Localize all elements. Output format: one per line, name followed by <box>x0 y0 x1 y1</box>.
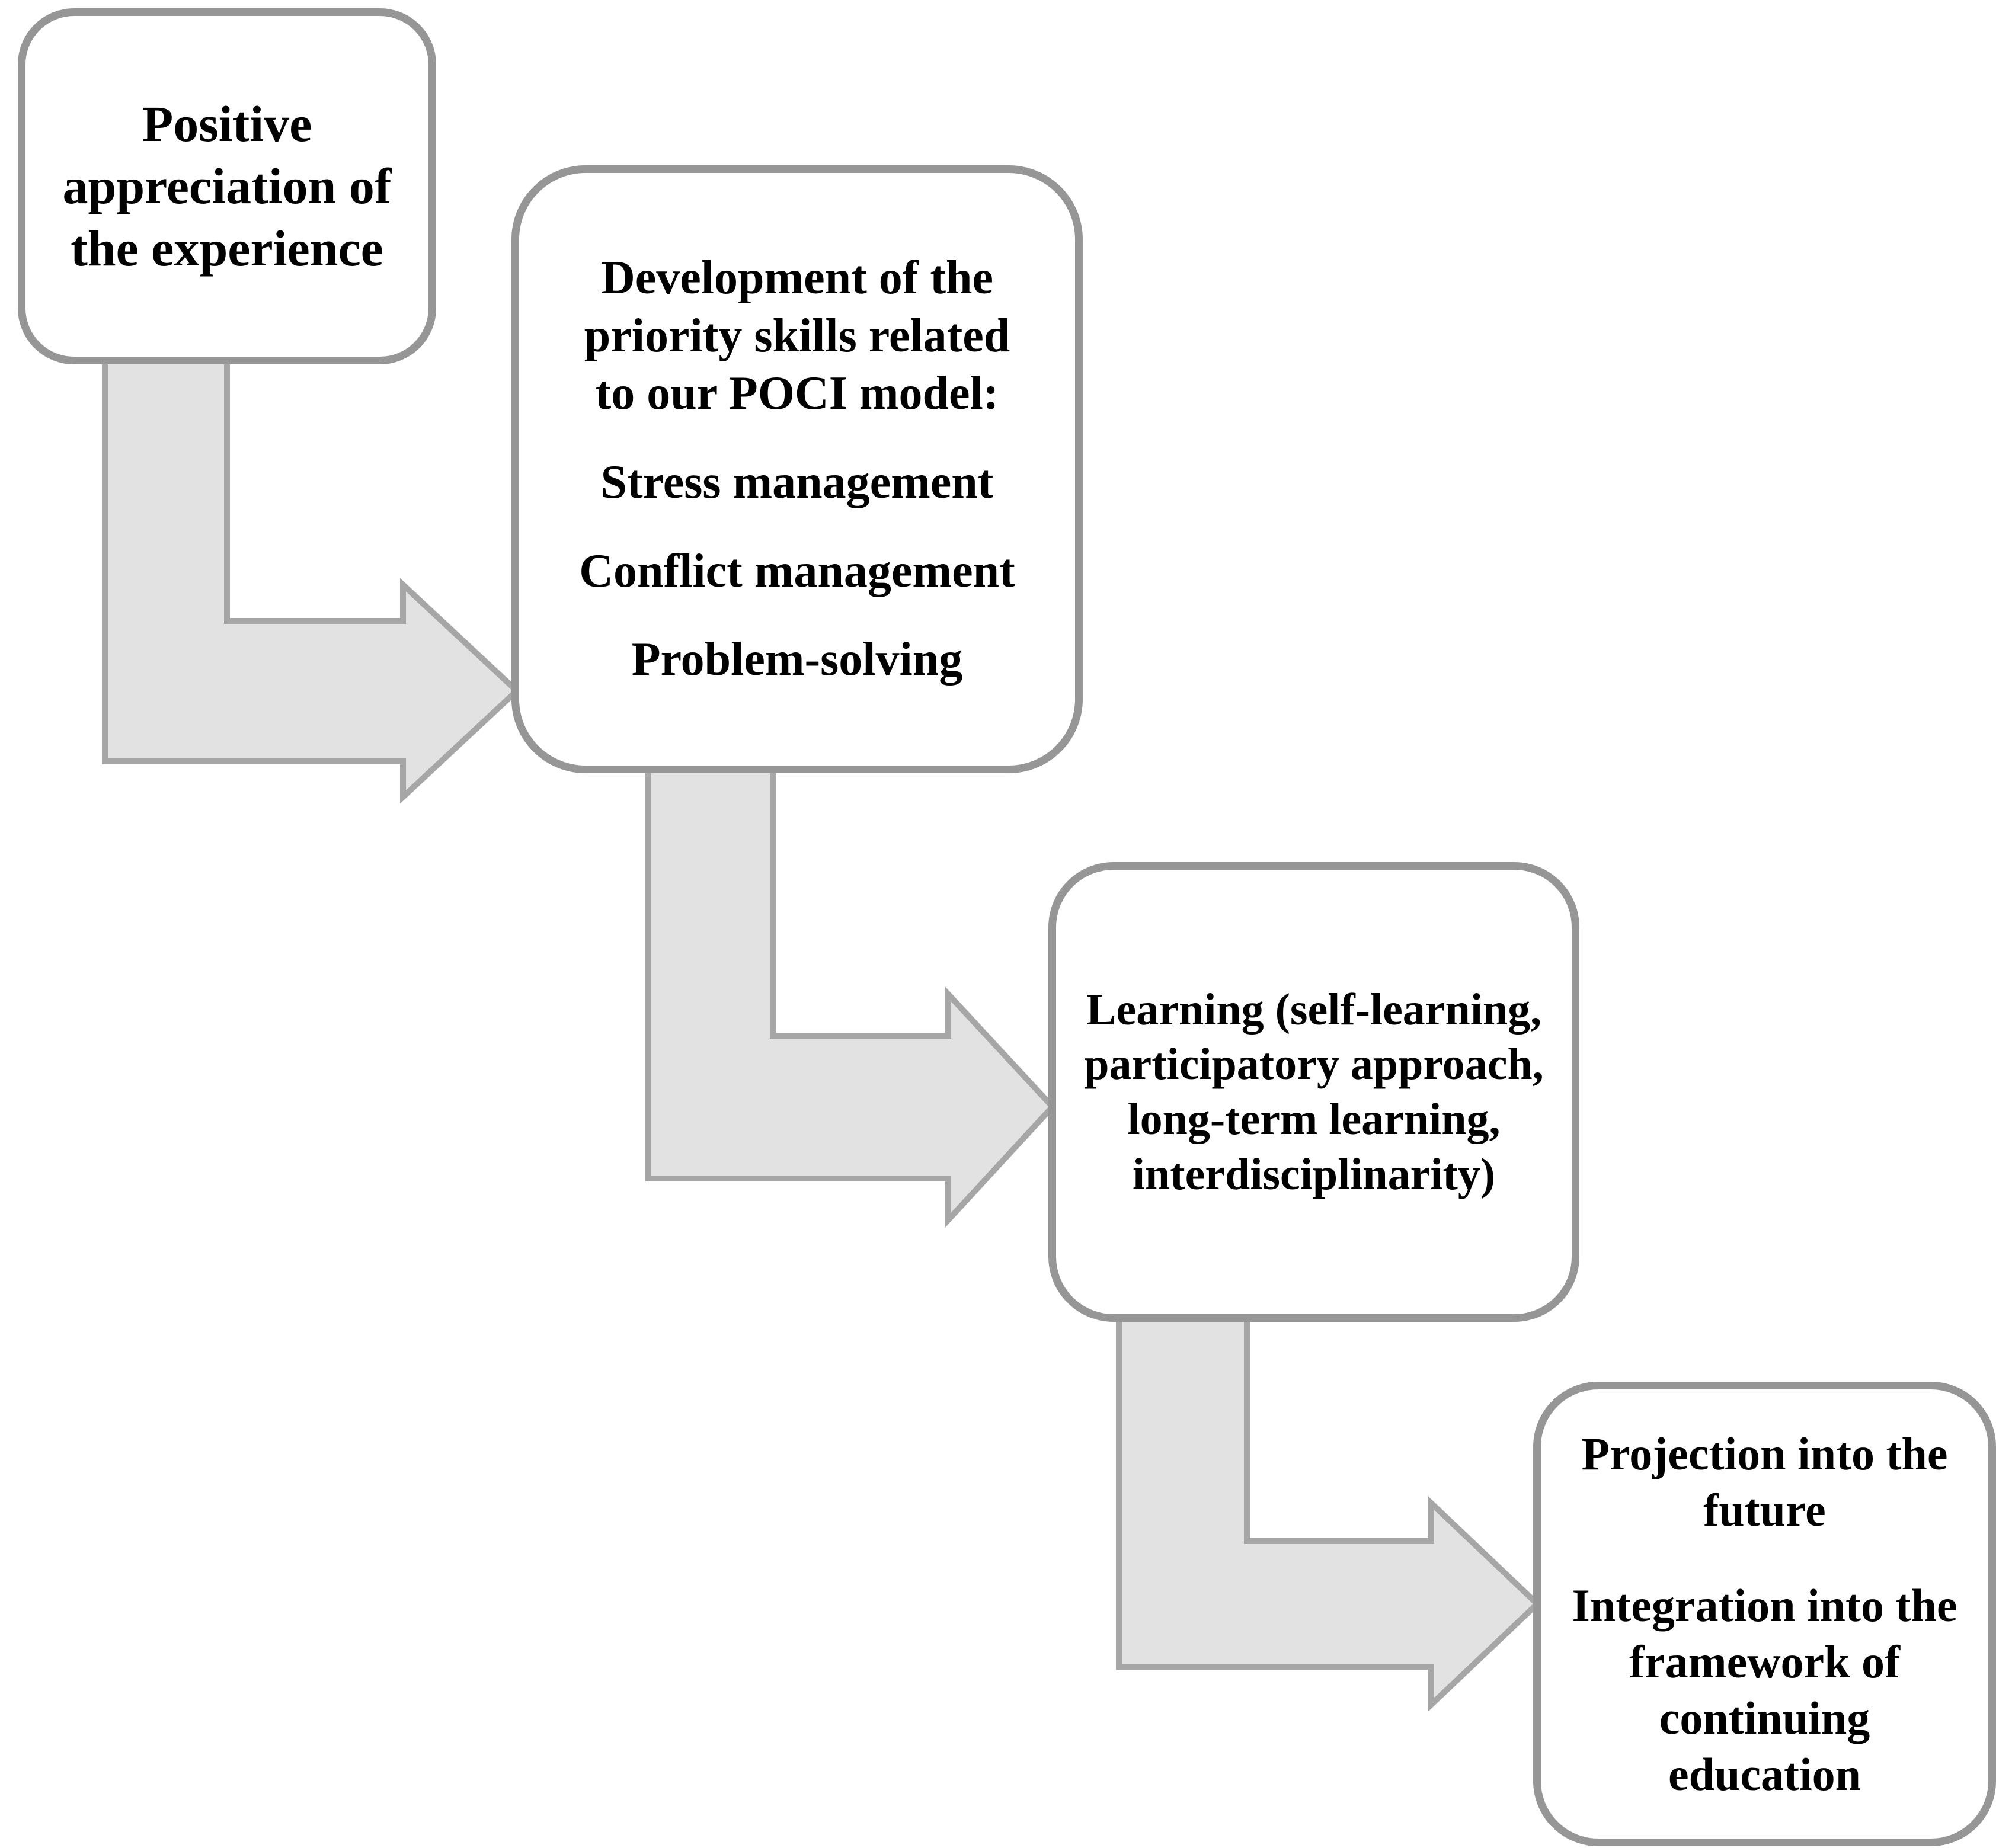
box-paragraph: Integration into the framework of contin… <box>1572 1579 1957 1801</box>
elbow-arrow-icon-box2-to-box3 <box>645 763 1057 1228</box>
flow-box-positive-appreciation: Positive appreciation of the experience <box>18 8 436 364</box>
flow-box-learning: Learning (self-learning, participatory a… <box>1048 862 1579 1322</box>
box-paragraph: Learning (self-learning, participatory a… <box>1084 984 1544 1199</box>
box-paragraph: Problem-solving <box>631 633 963 686</box>
box-paragraph: Positive appreciation of the experience <box>62 95 392 277</box>
elbow-arrow-icon-box1-to-box2 <box>102 354 522 804</box>
flow-box-priority-skills: Development of the priority skills relat… <box>511 165 1083 773</box>
box-paragraph: Stress management <box>600 456 994 508</box>
box-paragraph: Conflict management <box>579 545 1015 597</box>
flow-box-projection-future: Projection into the future Integration i… <box>1533 1382 1996 1846</box>
elbow-arrow-icon-box3-to-box4 <box>1116 1311 1542 1712</box>
box-paragraph: Projection into the future <box>1581 1427 1948 1536</box>
box-paragraph: Development of the priority skills relat… <box>584 252 1010 420</box>
